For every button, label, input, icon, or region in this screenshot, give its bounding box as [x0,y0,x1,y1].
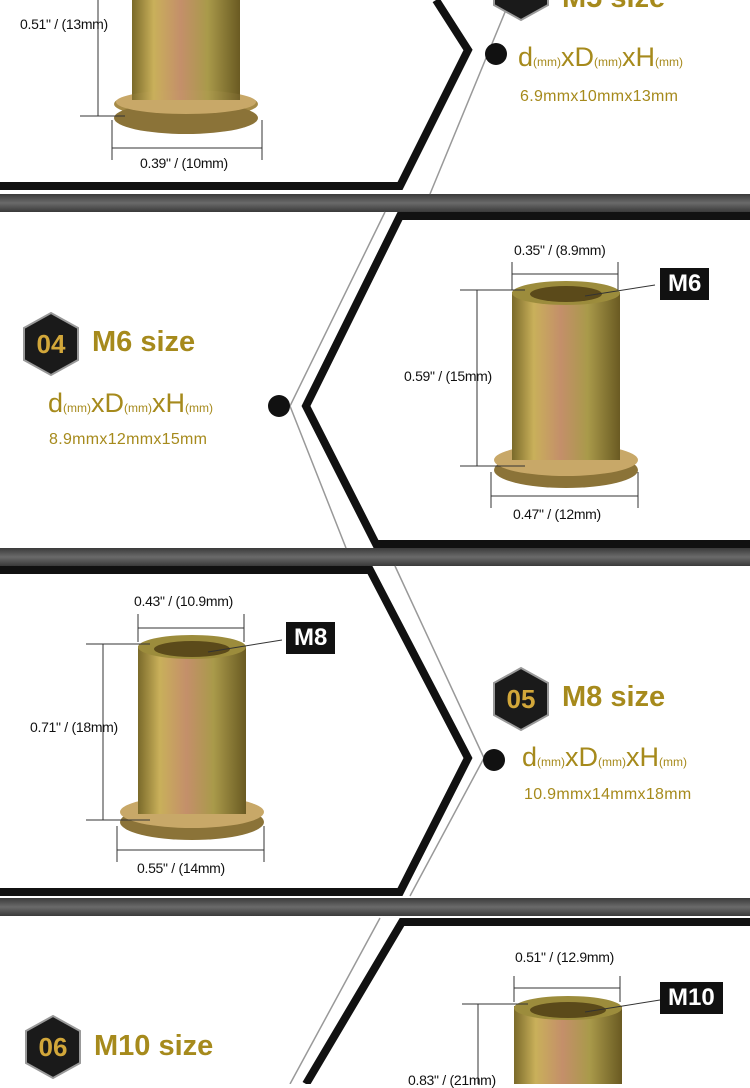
m10-height-dimension: 0.83" / (21mm) [408,1072,496,1088]
m10-inner-diameter-dimension: 0.51" / (12.9mm) [515,949,614,965]
m8-formula: d(mm)xD(mm)xH(mm) [522,742,687,772]
m6-rivet-nut-image [494,281,638,488]
m6-flange-dimension: 0.47" / (12mm) [513,506,601,522]
m8-rivet-nut-image [120,635,264,840]
m8-inner-diameter-dimension: 0.43" / (10.9mm) [134,593,233,609]
m6-formula: d(mm)xD(mm)xH(mm) [48,388,213,418]
m10-rivet-nut-image [514,996,622,1084]
m6-label-tag: M6 [660,268,710,300]
m10-label-tag: M10 [660,982,723,1014]
m10-size-title: M10 size [94,1030,214,1062]
m6-size-value: 8.9mmx12mmx15mm [49,431,208,448]
m5-height-dimension: 0.51" / (13mm) [20,16,108,32]
m8-flange-dimension: 0.55" / (14mm) [137,860,225,876]
m6-inner-diameter-dimension: 0.35" / (8.9mm) [514,242,606,258]
section-badge-03: 03 [492,0,550,22]
m5-formula: d(mm)xD(mm)xH(mm) [518,42,683,72]
m5-base-dimension: 0.39" / (10mm) [140,155,228,171]
m6-height-dimension: 0.59" / (15mm) [404,368,492,384]
m5-size-value: 6.9mmx10mmx13mm [520,88,679,105]
m8-height-dimension: 0.71" / (18mm) [30,719,118,735]
m8-label-tag: M8 [286,622,336,654]
section-badge-04: 04 [22,311,80,377]
section-badge-06: 06 [24,1014,82,1080]
m5-size-title: M5 size [562,0,665,15]
m5-rivet-nut-image [114,0,258,134]
m8-size-title: M8 size [562,681,666,713]
m8-size-value: 10.9mmx14mmx18mm [524,786,692,803]
section-badge-05: 05 [492,666,550,732]
m6-size-title: M6 size [92,326,196,358]
